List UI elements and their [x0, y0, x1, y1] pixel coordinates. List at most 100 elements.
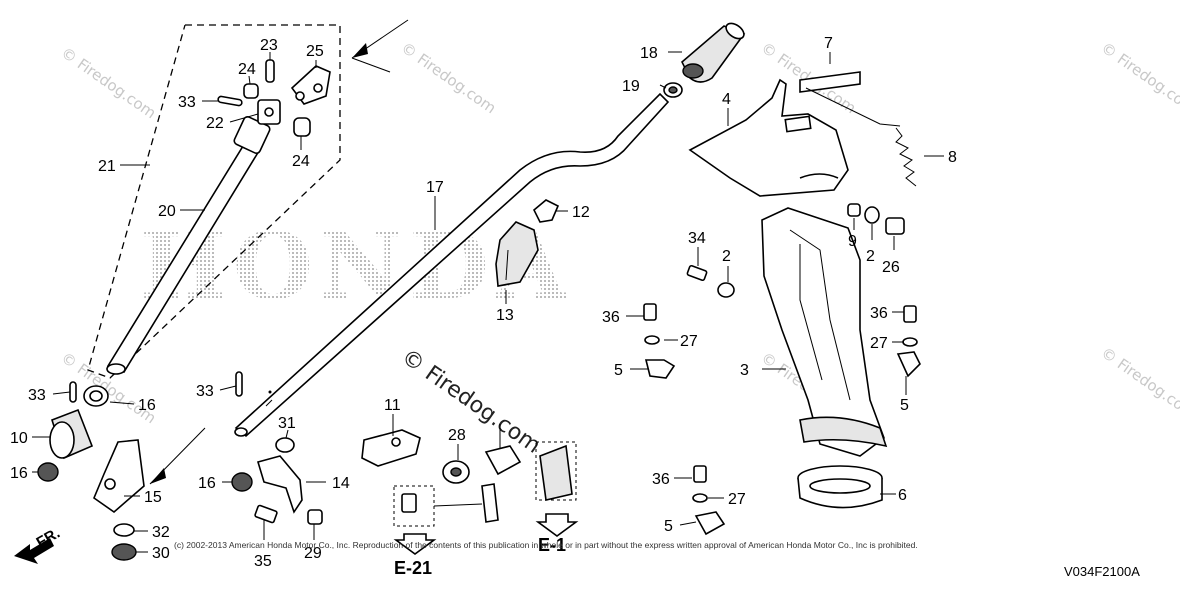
callout-32: 32	[152, 524, 170, 541]
part-14-bracket	[256, 455, 303, 514]
callout-4: 4	[722, 91, 731, 108]
callout-16-a: 16	[138, 397, 156, 414]
part-19-collar	[663, 82, 683, 98]
part-16-bushing-a	[83, 385, 109, 407]
part-35-bolt	[254, 504, 278, 524]
part-16-bushing-c	[231, 472, 253, 492]
callout-25: 25	[306, 43, 324, 60]
callout-3: 3	[740, 362, 749, 379]
e21-bolt-box	[393, 485, 435, 527]
part-36-bolt-lower	[693, 465, 707, 483]
part-34-bolt	[686, 264, 708, 282]
watermark-text: © Firedog.com	[1098, 39, 1180, 118]
callout-12: 12	[572, 204, 590, 221]
callout-11: 11	[384, 397, 401, 414]
callout-30: 30	[152, 545, 170, 562]
part-31-washer	[275, 437, 295, 453]
callout-27-right: 27	[870, 335, 888, 352]
callout-36-right: 36	[870, 305, 888, 322]
front-direction-arrow	[14, 538, 54, 564]
part-10-boot	[49, 408, 94, 460]
callout-24-upper: 24	[238, 61, 256, 78]
part-33-cotter-pin-upper	[217, 95, 243, 107]
part-7-link-rod	[799, 71, 901, 127]
callout-26: 26	[882, 259, 900, 276]
part-6-chute-ring	[797, 465, 883, 509]
part-27-washer-lower	[692, 493, 708, 503]
assembly-boundary	[87, 19, 409, 485]
callout-33-upper: 33	[178, 94, 196, 111]
callout-17: 17	[426, 179, 444, 196]
callout-33-mid: 33	[196, 383, 214, 400]
callout-7: 7	[824, 35, 833, 52]
callout-6: 6	[898, 487, 907, 504]
callout-13: 13	[496, 307, 514, 324]
part-27-washer-right	[902, 337, 918, 347]
callout-28: 28	[448, 427, 466, 444]
part-9-bolt	[847, 203, 861, 217]
leader-lines	[32, 51, 944, 553]
part-12-grommet	[533, 199, 560, 223]
callout-36-lower: 36	[652, 471, 670, 488]
copyright-notice: (c) 2002-2013 American Honda Motor Co., …	[174, 540, 918, 550]
part-22-joint-block	[257, 99, 281, 125]
part-8-spring	[895, 127, 917, 187]
watermark-text: © Firedog.com	[398, 39, 500, 118]
callout-21: 21	[98, 158, 116, 175]
callout-24-lower: 24	[292, 153, 310, 170]
callout-5-lower: 5	[664, 518, 673, 535]
part-20-shaft	[106, 116, 271, 375]
callout-5-right: 5	[900, 397, 909, 414]
callout-31: 31	[278, 415, 296, 432]
part-27-washer-center	[644, 335, 660, 345]
callout-35: 35	[254, 553, 272, 570]
ref-arrow-e1	[535, 513, 579, 537]
ref-e1: E-1	[538, 535, 566, 555]
part-32-washer	[113, 523, 135, 537]
part-26-nut	[885, 217, 905, 235]
callout-33-left: 33	[28, 387, 46, 404]
part-25-clevis	[290, 65, 331, 105]
callout-15: 15	[144, 489, 162, 506]
part-33-cotter-pin-left	[69, 381, 77, 403]
part-17-handle-rod	[234, 92, 670, 438]
ref-arrow-e21	[393, 533, 437, 555]
callout-22: 22	[206, 115, 224, 132]
callout-16-c: 16	[198, 475, 216, 492]
callout-2-right: 2	[866, 248, 875, 265]
callout-27-center: 27	[680, 333, 698, 350]
part-15-lever	[93, 439, 145, 514]
callout-34: 34	[688, 230, 706, 247]
watermark-text: © Firedog.com	[58, 44, 160, 123]
part-24-bushing-upper	[243, 83, 259, 99]
part-29-nut	[307, 509, 323, 525]
callout-2-left: 2	[722, 248, 731, 265]
watermark-text: © Firedog.com	[1098, 344, 1180, 423]
part-1-cable-bracket	[481, 445, 522, 523]
e1-plate	[535, 441, 577, 501]
callout-20: 20	[158, 203, 176, 220]
part-24-bushing-lower	[293, 117, 311, 137]
part-3-chute	[761, 207, 888, 457]
callout-27-lower: 27	[728, 491, 746, 508]
part-36-bolt-center	[643, 303, 657, 321]
part-28-pulley	[442, 460, 470, 484]
part-11-linkage	[361, 429, 421, 467]
callout-16-b: 16	[10, 465, 28, 482]
diagram-code: V034F2100A	[1064, 564, 1140, 579]
part-5-clip-lower	[694, 511, 726, 536]
part-16-bushing-b	[37, 462, 59, 482]
callout-5-center: 5	[614, 362, 623, 379]
callout-18: 18	[640, 45, 658, 62]
part-2-washer-right	[864, 206, 880, 224]
part-23-pin	[265, 59, 275, 83]
part-13-bracket	[495, 221, 539, 287]
part-5-clip-right	[896, 351, 921, 378]
callout-23: 23	[260, 37, 278, 54]
callout-9: 9	[848, 233, 857, 250]
callout-29: 29	[304, 545, 322, 562]
callout-36-center: 36	[602, 309, 620, 326]
callout-19: 19	[622, 78, 640, 95]
part-33-cotter-pin-mid	[235, 371, 243, 397]
